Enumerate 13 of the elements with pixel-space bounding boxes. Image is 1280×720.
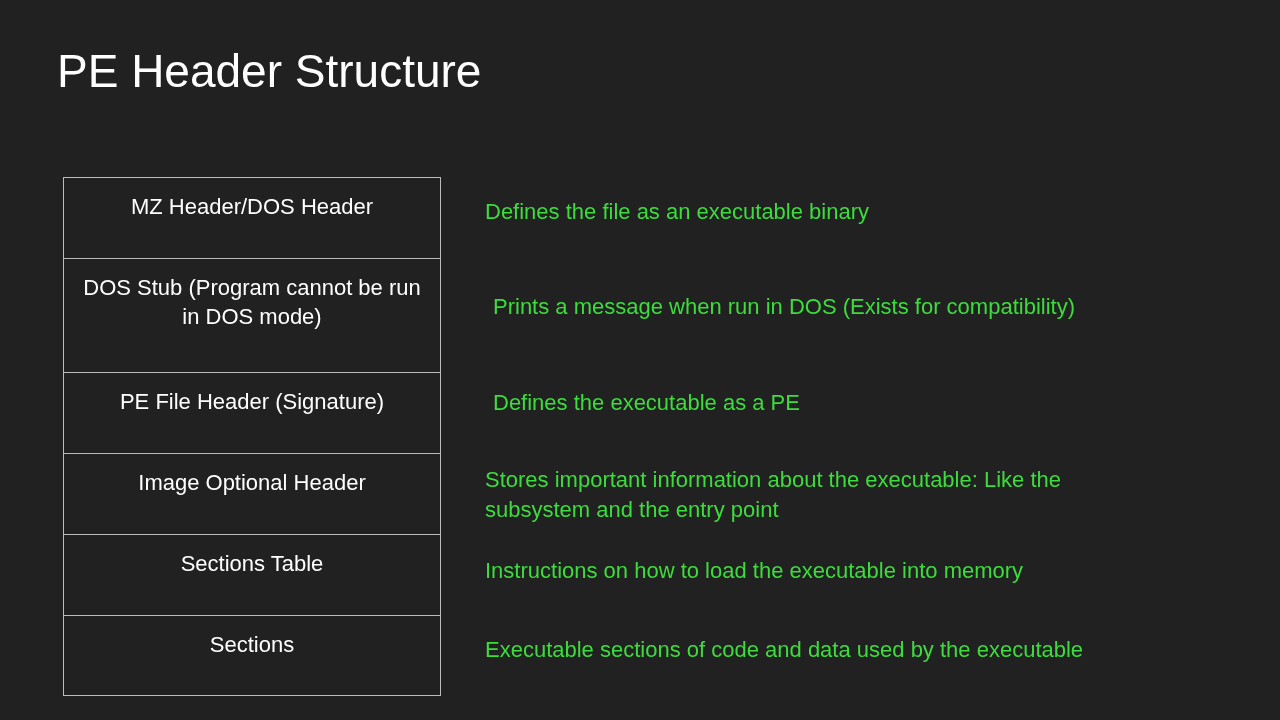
- layer-name: Image Optional Header: [137, 469, 367, 497]
- layer-name: DOS Stub (Program cannot be run in DOS mode): [82, 274, 422, 331]
- layer-name: Sections Table: [179, 550, 325, 578]
- slide-title: PE Header Structure: [57, 44, 482, 98]
- layer-description: Stores important information about the executable: Like the subsystem and the entry point: [485, 466, 1062, 524]
- layer-name: Sections: [208, 631, 296, 659]
- layer-name: PE File Header (Signature): [118, 388, 386, 416]
- layer-description: Defines the executable as a PE: [493, 389, 801, 417]
- layer-description: Instructions on how to load the executable into memory: [485, 557, 1025, 585]
- layer-description: Defines the file as an executable binary: [485, 198, 870, 226]
- layer-name: MZ Header/DOS Header: [129, 193, 375, 221]
- layer-description: Executable sections of code and data used by the executable: [485, 636, 1085, 664]
- layer-description: Prints a message when run in DOS (Exists for compatibility): [493, 293, 1076, 321]
